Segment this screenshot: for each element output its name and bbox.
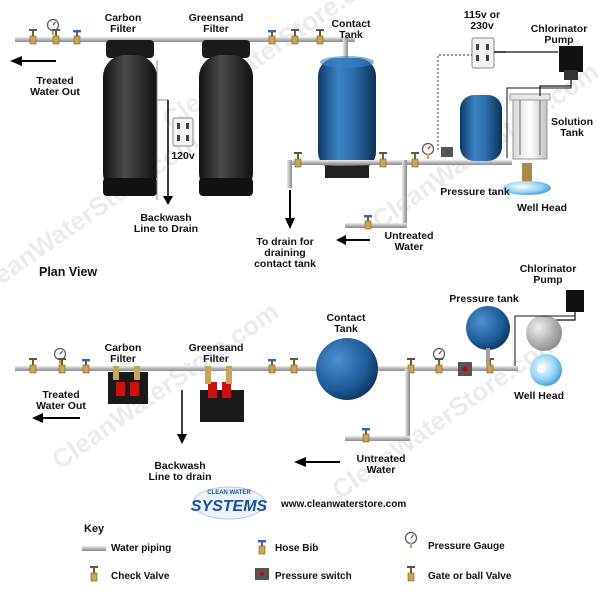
gate-valve-icon	[434, 357, 444, 374]
plan-treated-out-arrow-icon	[32, 413, 43, 423]
plan-greensand-filter	[200, 366, 244, 422]
carbon-filter-tank	[103, 40, 157, 196]
clean-water-systems-logo: CLEAN WATER SYSTEMS	[191, 486, 268, 520]
plan-untreated-pipe	[345, 436, 410, 441]
label-greensand-filter: Greensand Filter	[188, 12, 244, 35]
plan-chlorinator-pump	[566, 290, 584, 312]
hose-bib-icon	[81, 358, 91, 374]
contact-tank	[318, 56, 376, 178]
outlet-120v	[172, 117, 194, 147]
plan-contact-tank	[316, 338, 378, 400]
plan-well-head	[530, 354, 562, 386]
untreated-arrow-icon	[336, 235, 346, 245]
key-hose-bib-icon	[257, 539, 267, 555]
plan-carbon-filter	[108, 366, 148, 404]
key-hose-bib-label: Hose Bib	[275, 543, 319, 554]
well-head	[503, 163, 551, 195]
label-contact-tank: Contact Tank	[331, 18, 371, 41]
key-icons	[82, 531, 418, 582]
key-gate-valve-icon	[406, 565, 416, 582]
hose-bib-icon	[267, 29, 277, 45]
plan-chlorinator-feed	[514, 312, 576, 366]
label-plan-treated-water-out: Treated Water Out	[36, 389, 86, 412]
outlet-115v-230v	[471, 37, 558, 69]
hose-bib-icon	[361, 427, 371, 443]
backwash-arrow-icon	[163, 196, 173, 205]
label-well-head: Well Head	[517, 202, 567, 214]
label-pressure-tank: Pressure tank	[440, 186, 510, 198]
treated-pipe-top	[15, 37, 355, 42]
key-pressure-gauge-label: Pressure Gauge	[428, 541, 505, 552]
plan-untreated-arrow-icon	[294, 457, 306, 467]
plan-view	[15, 290, 584, 467]
drain-pipe	[287, 160, 292, 188]
key-pressure-gauge-icon	[404, 531, 418, 549]
plan-backwash-arrow-icon	[177, 434, 187, 444]
logo-top-text: CLEAN WATER	[207, 490, 251, 496]
gate-valve-icon	[28, 357, 38, 374]
gate-valve-icon	[293, 151, 303, 168]
top-view	[10, 18, 583, 245]
key-check-valve-icon	[89, 565, 99, 582]
solution-tank	[509, 93, 551, 160]
key-title: Key	[84, 523, 105, 535]
check-valve-icon	[410, 151, 420, 168]
label-plan-contact-tank: Contact Tank	[326, 312, 366, 335]
plan-solution-tank	[526, 315, 562, 351]
label-plan-chlorinator-pump: Chlorinator Pump	[519, 263, 577, 286]
chlorinator-pump	[506, 46, 583, 158]
hose-bib-icon	[267, 358, 277, 374]
supply-pipe	[287, 160, 512, 165]
plan-view-title: Plan View	[39, 265, 98, 279]
pressure-switch-icon	[441, 147, 453, 157]
label-treated-water-out: Treated Water Out	[30, 75, 80, 98]
label-120v: 120v	[171, 150, 195, 162]
label-untreated-water: Untreated Water	[384, 230, 434, 253]
website-text: www.cleanwaterstore.com	[281, 499, 407, 510]
key-gate-valve-label: Gate or ball Valve	[428, 571, 512, 582]
label-chlorinator-pump: Chlorinator Pump	[530, 23, 588, 46]
plan-main-pipe-right	[378, 366, 518, 371]
gate-valve-icon	[28, 28, 38, 45]
pipe-into-contact	[343, 37, 348, 61]
drain-arrow-icon	[285, 218, 295, 229]
treated-out-arrow-icon	[10, 56, 22, 66]
logo-main-text: SYSTEMS	[191, 498, 268, 515]
greensand-filter-tank	[199, 40, 253, 196]
hose-bib-icon	[72, 29, 82, 45]
hose-bib-icon	[363, 214, 373, 230]
key-check-valve-label: Check Valve	[111, 571, 170, 582]
gate-valve-icon	[378, 151, 388, 168]
untreated-riser	[402, 160, 407, 228]
plan-main-pipe	[15, 366, 330, 371]
plan-pressure-tank-stem	[486, 348, 490, 366]
pressure-gauge-icon	[53, 347, 67, 365]
label-plan-greensand-filter: Greensand Filter	[188, 342, 244, 365]
plan-untreated-riser	[405, 369, 410, 441]
label-backwash: Backwash Line to Drain	[133, 212, 199, 235]
label-plan-backwash: Backwash Line to drain	[148, 460, 212, 483]
pressure-switch-wire	[437, 54, 472, 150]
untreated-pipe	[345, 223, 407, 228]
label-carbon-filter: Carbon Filter	[104, 12, 142, 35]
pressure-gauge-icon	[421, 142, 435, 160]
plan-pressure-tank	[466, 306, 510, 350]
pressure-tank	[460, 95, 502, 161]
label-drain-contact: To drain for draining contact tank	[254, 236, 316, 270]
label-solution-tank: Solution Tank	[551, 116, 593, 139]
key-water-piping-label: Water piping	[111, 543, 172, 554]
key-pipe-icon	[82, 546, 106, 551]
label-outlet-voltage: 115v or 230v	[463, 9, 501, 32]
check-valve-icon	[289, 357, 299, 374]
watermark-text: CleanWaterStore.com	[46, 296, 284, 475]
label-plan-untreated-water: Untreated Water	[356, 453, 406, 476]
label-plan-pressure-tank: Pressure tank	[449, 293, 519, 305]
label-plan-well-head: Well Head	[514, 390, 564, 402]
label-plan-carbon-filter: Carbon Filter	[104, 342, 142, 365]
key-pressure-switch-label: Pressure switch	[275, 571, 352, 582]
